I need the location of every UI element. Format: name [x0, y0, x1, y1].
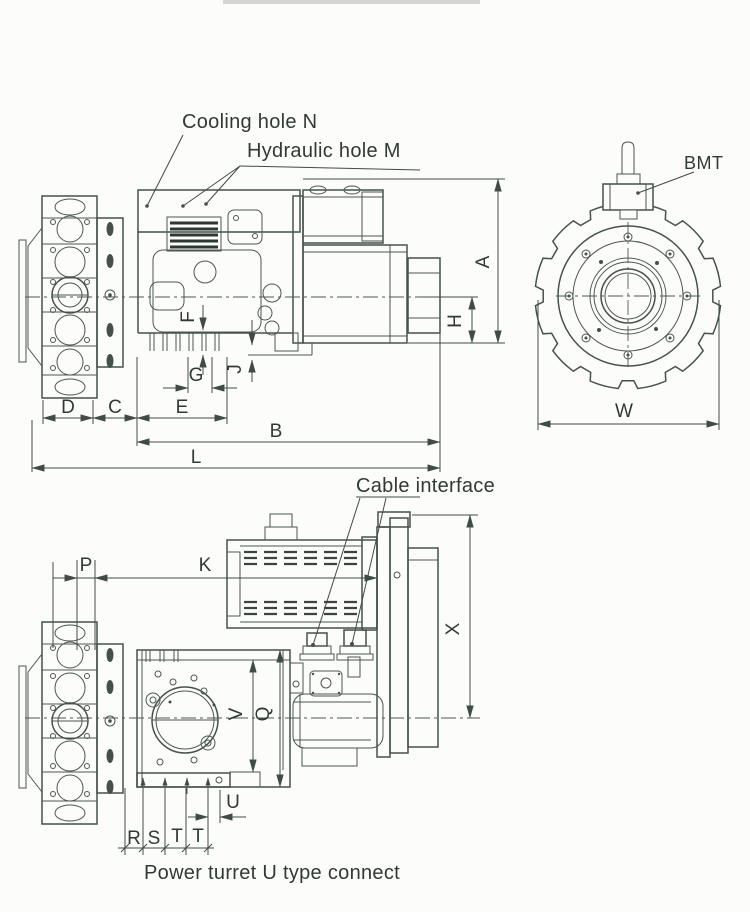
dim-t-left-label: T: [171, 826, 183, 847]
turret-disc-assembly: [18, 195, 124, 399]
dim-j-label: J: [225, 364, 246, 374]
side-view-dimensions: [31, 178, 505, 472]
dim-t-right-label: T: [192, 826, 204, 847]
bmt-label: BMT: [684, 153, 724, 173]
dim-x-label: X: [443, 622, 464, 635]
front-view: BMT W: [534, 141, 724, 430]
plan-view: Cable interface P K U R S T T X V Q Powe…: [18, 475, 495, 884]
servo-motor-plan: [226, 513, 378, 631]
dim-l-label: L: [191, 447, 202, 468]
dim-c-label: C: [108, 397, 122, 418]
dim-a-label: A: [473, 255, 494, 268]
side-view: Cooling hole N Hydraulic hole M D C E B …: [18, 111, 505, 472]
cooling-hole-label: Cooling hole N: [182, 111, 317, 133]
bmt-coupling-shaft: [602, 141, 654, 220]
dim-f-label: F: [178, 311, 199, 323]
top-edge-scan-artifact: [223, 0, 480, 4]
gear-housing-side: [137, 189, 313, 356]
cable-interface-label: Cable interface: [356, 475, 495, 497]
cable-interface-leaders: [311, 496, 420, 647]
bmt-leader: [637, 171, 695, 194]
dim-u-label: U: [226, 792, 240, 813]
side-view-leaders: [145, 134, 421, 208]
plan-view-dimensions: [52, 514, 478, 855]
turret-disc-assembly-plan: [18, 621, 124, 825]
footer-note-label: Power turret U type connect: [144, 862, 400, 884]
gear-housing-plan: [136, 649, 384, 794]
dim-s-label: S: [148, 828, 161, 849]
dim-w-label: W: [615, 401, 633, 422]
hydraulic-hole-label: Hydraulic hole M: [247, 140, 401, 162]
dim-d-label: D: [61, 397, 75, 418]
cable-connectors: [299, 629, 374, 661]
front-view-dimensions: [537, 300, 720, 430]
mounting-plates: [376, 511, 439, 758]
dim-h-label: H: [445, 314, 466, 328]
servo-motor-side: [302, 185, 441, 344]
dim-p-label: P: [80, 555, 93, 576]
dim-k-label: K: [199, 555, 212, 576]
dim-g-label: G: [189, 365, 204, 386]
dim-b-label: B: [270, 421, 283, 442]
dim-e-label: E: [176, 397, 189, 418]
dim-r-label: R: [127, 828, 141, 849]
dim-v-label: V: [226, 707, 247, 720]
dim-q-label: Q: [253, 707, 274, 722]
